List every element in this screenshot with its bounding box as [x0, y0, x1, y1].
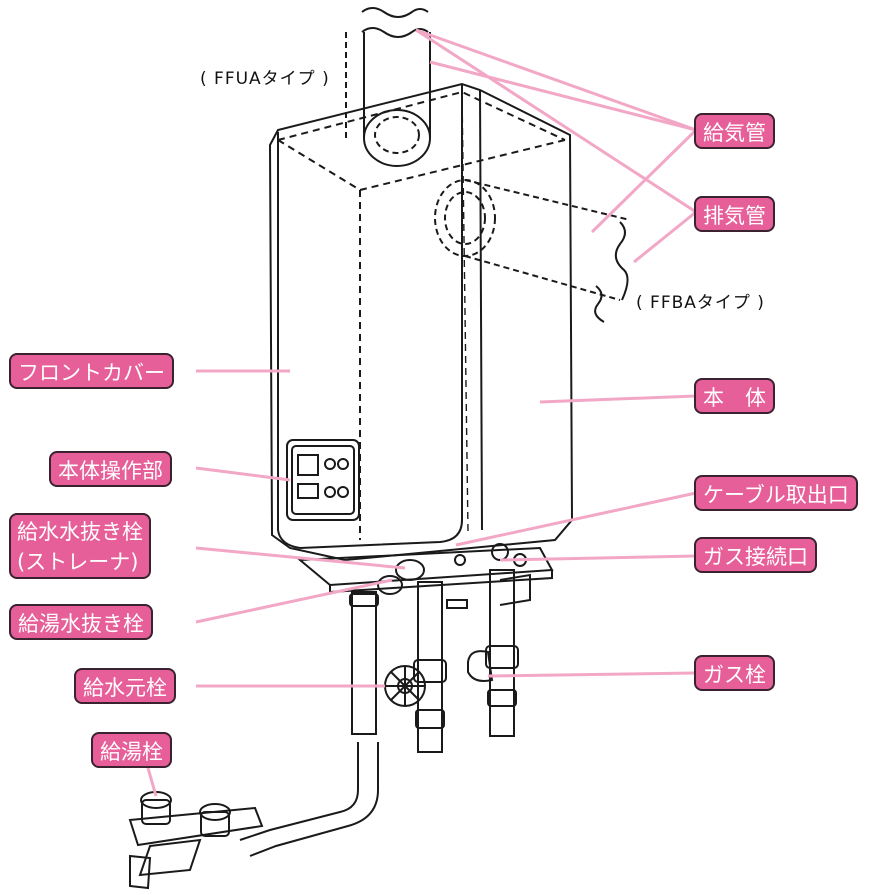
pipes: [349, 569, 531, 753]
hot-water-drain-plug-label: 給湯水抜き栓: [9, 604, 153, 640]
supply-valve-wheel: [384, 665, 426, 707]
air-supply-pipe: [345, 7, 431, 167]
ffba-type-note: ( FFBAタイプ ): [636, 293, 765, 313]
exhaust-pipe-label: 排気管: [694, 196, 775, 232]
water-drain-plug-label: 給水水抜き栓 (ストレーナ): [9, 513, 151, 579]
main-body-label: 本 体: [694, 378, 775, 414]
drain-plugs: [377, 559, 425, 595]
water-drain-plug-label-line1: 給水水抜き栓: [17, 520, 143, 544]
hot-water-faucet-label: 給湯栓: [91, 732, 172, 768]
front-cover-label: フロントカバー: [9, 353, 174, 389]
gas-cock: [467, 650, 494, 682]
exhaust-pipe: [434, 179, 631, 323]
hose: [239, 742, 379, 857]
water-drain-plug-label-line2: (ストレーナ): [17, 550, 139, 574]
control-panel-label: 本体操作部: [49, 451, 172, 487]
ffua-type-note: ( FFUAタイプ ): [200, 69, 330, 89]
air-supply-pipe-label: 給気管: [694, 113, 775, 149]
gas-connection-label: ガス接続口: [694, 537, 817, 573]
leader-lines: [146, 28, 698, 797]
gas-cock-label: ガス栓: [694, 655, 775, 691]
control-panel: [286, 439, 360, 521]
cable-outlet-label: ケーブル取出口: [694, 475, 858, 511]
heater-body: [268, 82, 574, 562]
water-supply-valve-label: 給水元栓: [74, 668, 176, 704]
